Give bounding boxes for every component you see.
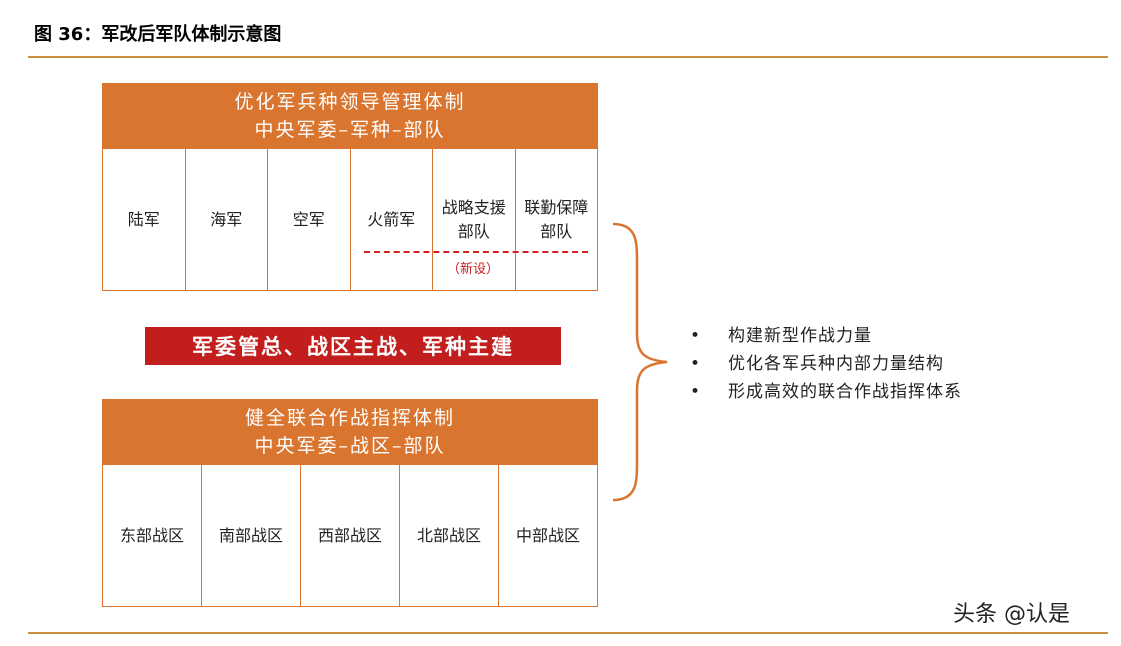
list-item: • 优化各军兵种内部力量结构: [690, 350, 962, 378]
branch-cell: 战略支援部队: [433, 149, 516, 290]
branch-label: 空军: [292, 209, 325, 229]
joint-command-title: 健全联合作战指挥体制: [244, 407, 455, 429]
branch-cell: 联勤保障部队: [516, 149, 598, 290]
theater-cell: 北部战区: [400, 465, 499, 606]
new-branch-tag: （新设）: [446, 262, 499, 277]
theater-cell: 中部战区: [499, 465, 597, 606]
joint-command-hierarchy: 中央军委–战区–部队: [254, 435, 446, 457]
theater-commands-row: 东部战区 南部战区 西部战区 北部战区 中部战区: [102, 465, 598, 607]
theater-label: 南部战区: [218, 525, 283, 545]
theater-label: 中部战区: [515, 525, 580, 545]
branch-label: 联勤保障部队: [524, 197, 589, 241]
list-item: • 形成高效的联合作战指挥体系: [690, 378, 962, 406]
principle-banner: 军委管总、战区主战、军种主建: [145, 327, 561, 365]
theater-label: 东部战区: [119, 525, 184, 545]
joint-command-header: 健全联合作战指挥体制 中央军委–战区–部队: [102, 399, 598, 465]
theater-label: 西部战区: [317, 525, 382, 545]
branch-label: 海军: [210, 209, 243, 229]
service-command-title: 优化军兵种领导管理体制: [234, 91, 466, 113]
branch-label: 火箭军: [367, 209, 416, 229]
branch-label: 战略支援部队: [441, 197, 506, 241]
list-item: • 构建新型作战力量: [690, 322, 962, 350]
goal-text: 形成高效的联合作战指挥体系: [728, 382, 962, 402]
branch-cell: 火箭军: [351, 149, 433, 290]
branch-label: 陆军: [127, 209, 160, 229]
branch-cell: 空军: [268, 149, 351, 290]
theater-cell: 南部战区: [202, 465, 301, 606]
figure-title: 图 36：军改后军队体制示意图: [34, 24, 282, 45]
top-rule: [28, 56, 1108, 58]
branch-cell: 海军: [186, 149, 268, 290]
goal-text: 优化各军兵种内部力量结构: [728, 354, 944, 374]
service-command-header: 优化军兵种领导管理体制 中央军委–军种–部队: [102, 83, 598, 149]
reform-goals-list: • 构建新型作战力量 • 优化各军兵种内部力量结构 • 形成高效的联合作战指挥体系: [690, 322, 962, 406]
bottom-rule: [28, 632, 1108, 634]
bullet-marker: •: [690, 354, 702, 374]
goal-text: 构建新型作战力量: [728, 326, 872, 346]
branch-cell: 陆军: [103, 149, 186, 290]
theater-cell: 西部战区: [301, 465, 400, 606]
bullet-marker: •: [690, 326, 702, 346]
watermark: 头条 @认是: [953, 602, 1070, 627]
theater-cell: 东部战区: [103, 465, 202, 606]
theater-label: 北部战区: [416, 525, 481, 545]
service-branches-row: 陆军 海军 空军 火箭军 战略支援部队 联勤保障部队: [102, 149, 598, 291]
curly-brace: [612, 222, 668, 502]
service-command-hierarchy: 中央军委–军种–部队: [254, 119, 446, 141]
bullet-marker: •: [690, 382, 702, 402]
new-branches-dashed-line: [364, 251, 588, 253]
